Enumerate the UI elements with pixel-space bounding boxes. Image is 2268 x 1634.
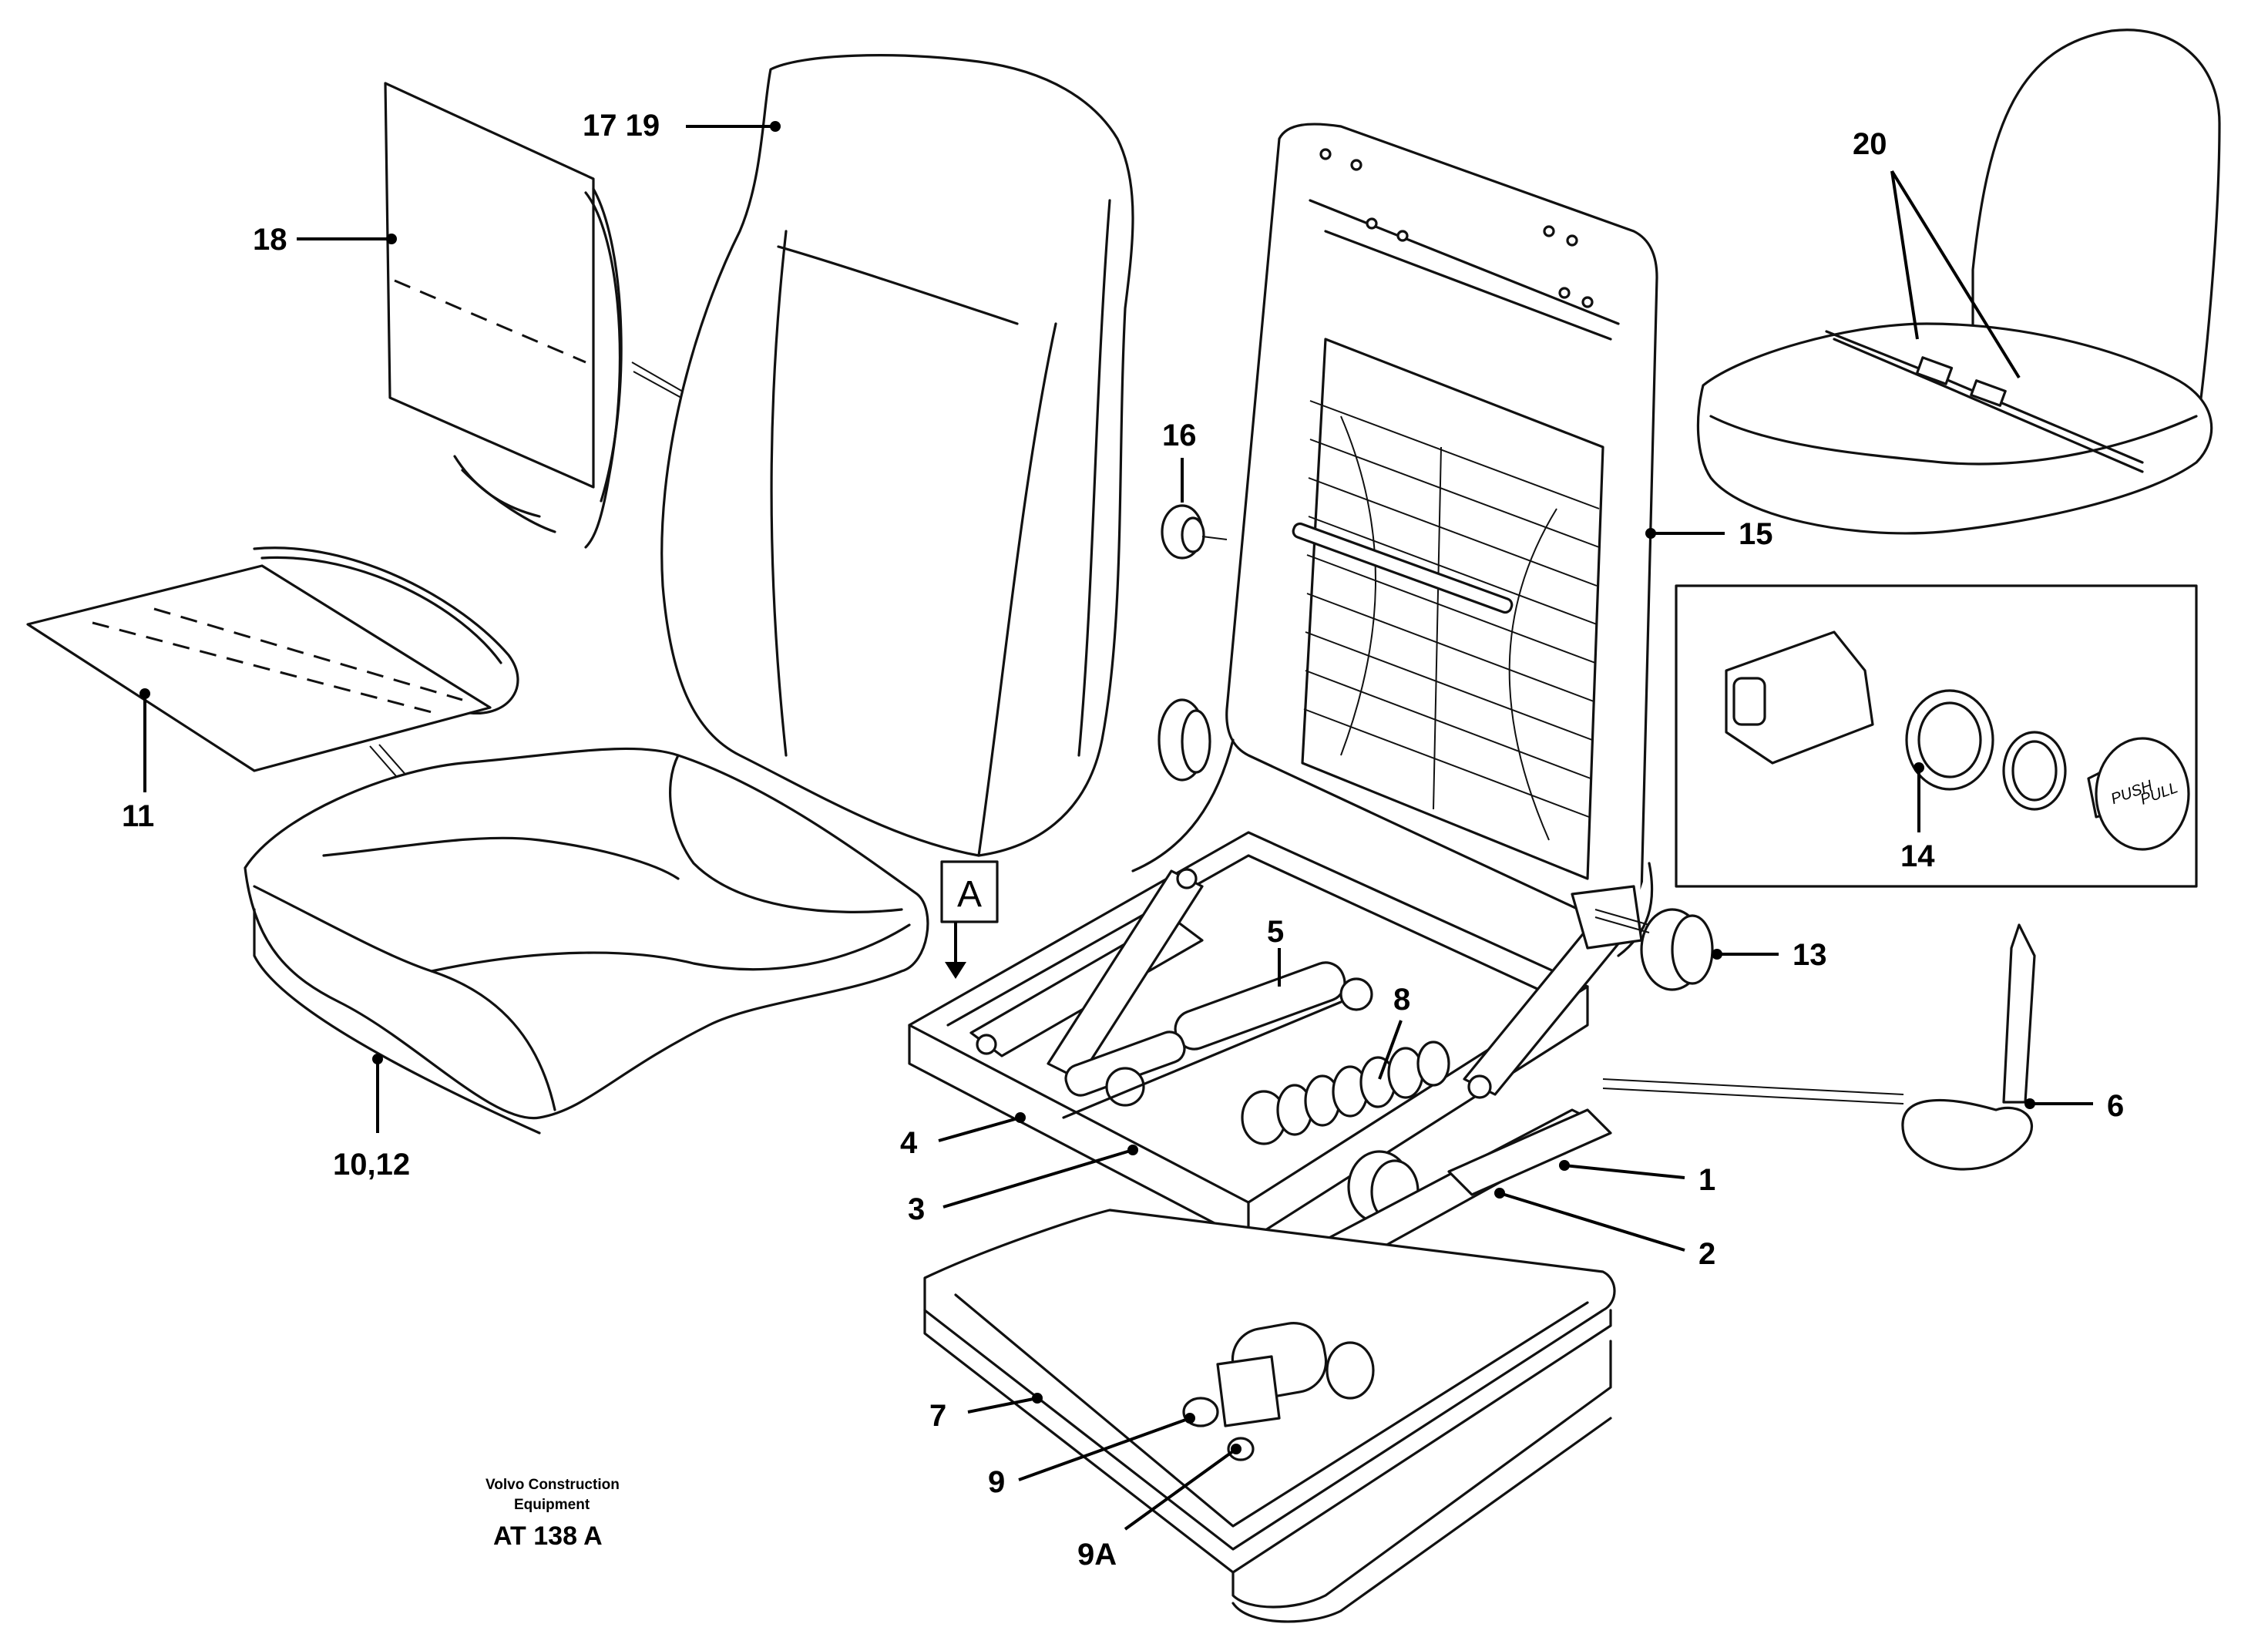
callout-3: 3 [908, 1145, 1138, 1226]
callout-16: 16 [1162, 419, 1197, 503]
callout-label-6: 6 [2107, 1089, 2124, 1123]
callout-18: 18 [253, 223, 397, 257]
scissor-mechanism [969, 868, 1643, 1099]
company-name-line1: Volvo Construction [486, 1477, 620, 1493]
callout-label-4: 4 [900, 1126, 918, 1160]
callout-17-19: 17 19 [583, 109, 781, 143]
drawing-footer: Volvo Construction Equipment AT 138 A [486, 1477, 620, 1551]
push-pull-knob [2095, 737, 2190, 851]
assembled-seat-with-belt [1696, 29, 2221, 535]
cable-tie [1602, 923, 2036, 1171]
coil-spring [1241, 1041, 1450, 1145]
callout-label-15: 15 [1739, 517, 1773, 551]
seat-cushion [244, 747, 929, 1135]
callout-7: 7 [929, 1393, 1043, 1433]
backrest-frame [1131, 123, 1658, 957]
callout-label-7: 7 [929, 1399, 946, 1433]
heating-pad-back [384, 82, 887, 549]
callout-label-1: 1 [1698, 1163, 1715, 1197]
callout-label-13: 13 [1793, 938, 1827, 972]
drawing-code: AT 138 A [493, 1521, 603, 1551]
callout-14: 14 [1900, 762, 1935, 873]
callout-13: 13 [1712, 938, 1827, 972]
callout-label-18: 18 [253, 223, 287, 257]
callout-2: 2 [1494, 1188, 1715, 1271]
callout-label-3: 3 [908, 1192, 925, 1226]
callout-label-20: 20 [1853, 127, 1887, 161]
callout-label-2: 2 [1698, 1237, 1715, 1271]
callout-label-8: 8 [1393, 983, 1410, 1017]
switch-detail-box: PUSH PULL [1675, 584, 2198, 888]
callout-label-5: 5 [1267, 915, 1284, 949]
heating-pad-seat [26, 546, 549, 941]
view-marker: A [940, 860, 999, 979]
callout-20: 20 [1853, 127, 2021, 379]
company-name-line2: Equipment [514, 1497, 590, 1513]
air-valve [1182, 1322, 1375, 1461]
callout-9: 9 [988, 1413, 1195, 1499]
backrest-cushion [660, 54, 1134, 857]
callout-11: 11 [122, 688, 154, 833]
callout-10-12: 10,12 [333, 1054, 410, 1182]
callout-label-17-19: 17 19 [583, 109, 660, 143]
callout-15: 15 [1645, 517, 1773, 551]
callout-5: 5 [1267, 915, 1284, 987]
view-marker-letter: A [957, 874, 982, 915]
shock-absorber [1062, 961, 1373, 1119]
recline-knob-left [1158, 698, 1211, 782]
backrest-knob-small [1161, 504, 1228, 560]
frame-holes [1319, 148, 1594, 308]
callout-label-10-12: 10,12 [333, 1148, 410, 1182]
callout-8: 8 [1378, 983, 1410, 1080]
callout-label-9a: 9A [1077, 1538, 1117, 1572]
callout-1: 1 [1559, 1160, 1715, 1197]
callout-4: 4 [900, 1112, 1026, 1160]
callout-6: 6 [2024, 1089, 2124, 1123]
callout-label-9: 9 [988, 1465, 1005, 1499]
callout-9a: 9A [1077, 1444, 1242, 1572]
recline-knob [1594, 908, 1714, 991]
callout-label-14: 14 [1900, 839, 1935, 873]
callout-label-11: 11 [122, 799, 154, 833]
callout-label-16: 16 [1162, 419, 1197, 452]
backrest-spring-grid [1303, 400, 1600, 841]
